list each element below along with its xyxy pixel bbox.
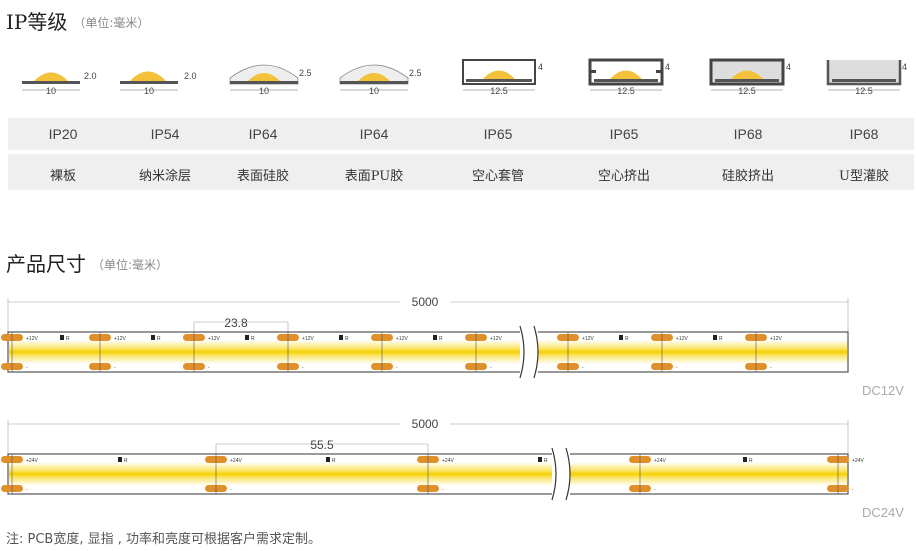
pad-voltage-label: +12V [770, 336, 782, 342]
pad-negative-label: - [770, 365, 772, 371]
strip-12v-length: 5000 [412, 295, 439, 309]
pad-voltage-label: +12V [302, 336, 314, 342]
pad-voltage-label: +12V [490, 336, 502, 342]
pad-negative-label: - [582, 365, 584, 371]
ip-rating-cell: IP20 [48, 126, 78, 142]
pad-negative-label: - [442, 487, 444, 493]
ip-type-cell: 裸板 [49, 169, 76, 184]
ip-type-cell: 表面硅胶 [236, 169, 289, 184]
pad-negative-label: - [852, 487, 854, 493]
svg-text:2.0: 2.0 [84, 71, 97, 81]
ip-type-row: 裸板 纳米涂层 表面硅胶 表面PU胶 空心套管 空心挤出 硅胶挤出 U型灌胶 [8, 154, 914, 190]
svg-text:10: 10 [46, 86, 56, 96]
profile-ip68-extruded: 12.5 4 [709, 58, 791, 96]
ip-rating-cell: IP54 [150, 126, 180, 142]
pad-negative-label: - [114, 365, 116, 371]
ip-rating-cell: IP64 [248, 126, 278, 142]
footnote: 注: PCB宽度, 显指 , 功率和亮度可根据客户需求定制。 [6, 532, 322, 547]
ip-rating-cell: IP65 [609, 126, 639, 142]
strip-12v-body: +12V - +12V - +12V - +12V - +12V - +12V - +12V - +12V -… [1, 325, 849, 379]
ip-title-text: IP等级 [6, 10, 68, 34]
svg-text:12.5: 12.5 [617, 86, 635, 96]
resistor-label: R [719, 336, 723, 342]
pad-voltage-label: +12V [26, 336, 38, 342]
size-unit-note: （单位:毫米） [92, 258, 169, 272]
ip-type-cell: U型灌胶 [839, 169, 889, 184]
svg-text:10: 10 [369, 86, 379, 96]
profile-ip64-pu: 10 2.5 [339, 64, 422, 96]
ip-rating-cell: IP65 [483, 126, 513, 142]
strip-12v-pitch: 23.8 [224, 316, 248, 330]
resistor-label: R [251, 336, 255, 342]
pad-negative-label: - [396, 365, 398, 371]
svg-text:4: 4 [902, 62, 907, 72]
svg-text:4: 4 [538, 62, 543, 72]
ip-rating-cell: IP64 [359, 126, 389, 142]
ip-type-cell: 空心挤出 [597, 169, 650, 184]
svg-text:2.5: 2.5 [409, 68, 422, 78]
pad-negative-label: - [230, 487, 232, 493]
svg-text:10: 10 [259, 86, 269, 96]
pad-voltage-label: +24V [230, 458, 242, 464]
pad-voltage-label: +12V [396, 336, 408, 342]
svg-text:2.0: 2.0 [184, 71, 197, 81]
ip-rating-row: IP20 IP54 IP64 IP64 IP65 IP65 IP68 IP68 [8, 118, 914, 150]
pad-voltage-label: +24V [654, 458, 666, 464]
pad-negative-label: - [26, 487, 28, 493]
profile-ip65-tube: 12.5 4 [462, 59, 543, 96]
ip-profile-icons: 10 2.0 10 2.0 10 2.5 10 2.5 12.5 4 [22, 58, 907, 96]
profile-ip68-u: 12.5 4 [826, 60, 907, 96]
strip-24v-drawing: 5000 55.5 +24V - +24V - +24V - +24V - +24V - R R R R [1, 417, 864, 501]
svg-text:4: 4 [665, 62, 670, 72]
pad-negative-label: - [26, 365, 28, 371]
size-section-title: 产品尺寸 （单位:毫米） [6, 248, 168, 277]
profile-ip64-silicone: 10 2.5 [229, 64, 312, 96]
resistor-label: R [625, 336, 629, 342]
svg-text:4: 4 [786, 62, 791, 72]
ip-type-cell: 硅胶挤出 [721, 169, 774, 184]
pad-voltage-label: +24V [26, 458, 38, 464]
size-title-text: 产品尺寸 [6, 252, 86, 276]
ip-type-cell: 表面PU胶 [344, 169, 404, 184]
pad-negative-label: - [676, 365, 678, 371]
strip-24v-body: +24V - +24V - +24V - +24V - +24V - R R R R [1, 447, 864, 501]
pad-negative-label: - [654, 487, 656, 493]
resistor-label: R [439, 336, 443, 342]
resistor-label: R [749, 458, 753, 464]
pad-voltage-label: +12V [676, 336, 688, 342]
strip-24v-length: 5000 [412, 417, 439, 431]
pad-voltage-label: +24V [852, 458, 864, 464]
pad-voltage-label: +12V [208, 336, 220, 342]
pad-negative-label: - [208, 365, 210, 371]
pad-voltage-label: +12V [114, 336, 126, 342]
pad-voltage-label: +24V [442, 458, 454, 464]
profile-ip65-extruded: 12.5 4 [588, 58, 670, 96]
profile-ip54: 10 2.0 [120, 71, 197, 96]
strip-24v-voltage: DC24V [862, 505, 904, 520]
resistor-label: R [332, 458, 336, 464]
strip-12v-voltage: DC12V [862, 383, 904, 398]
ip-rating-cell: IP68 [849, 126, 879, 142]
resistor-label: R [544, 458, 548, 464]
pad-voltage-label: +12V [582, 336, 594, 342]
resistor-label: R [345, 336, 349, 342]
svg-text:12.5: 12.5 [738, 86, 756, 96]
ip-unit-note: （单位:毫米） [73, 16, 150, 30]
resistor-label: R [66, 336, 70, 342]
ip-rating-cell: IP68 [733, 126, 763, 142]
svg-text:12.5: 12.5 [855, 86, 873, 96]
svg-text:12.5: 12.5 [490, 86, 508, 96]
resistor-label: R [157, 336, 161, 342]
strip-12v-drawing: 5000 23.8 +12V - +12V - +12V - +12V - +12V - +12V -… [1, 295, 849, 379]
profile-ip20: 10 2.0 [22, 71, 97, 96]
ip-section-title: IP等级 （单位:毫米） [6, 6, 149, 35]
pad-negative-label: - [302, 365, 304, 371]
svg-text:10: 10 [144, 86, 154, 96]
ip-type-cell: 纳米涂层 [138, 169, 191, 184]
pad-negative-label: - [490, 365, 492, 371]
ip-type-cell: 空心套管 [471, 169, 524, 184]
strip-24v-pitch: 55.5 [310, 438, 334, 452]
resistor-label: R [124, 458, 128, 464]
svg-text:2.5: 2.5 [299, 68, 312, 78]
